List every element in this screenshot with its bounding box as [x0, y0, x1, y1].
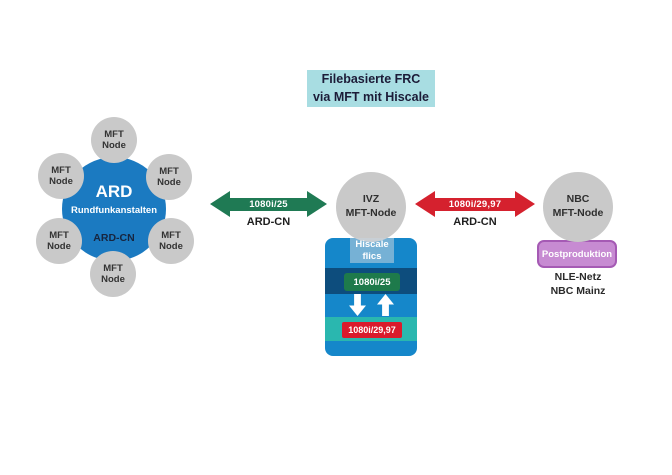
- mft-node-upper-left: MFT Node: [38, 153, 84, 199]
- mft-node-label: MFT: [103, 262, 123, 274]
- link-ard-ivz-arrow: 1080i/25: [210, 190, 327, 218]
- mft-node-lower-right: MFT Node: [148, 218, 194, 264]
- ivz-node-label-line2: MFT-Node: [345, 207, 397, 219]
- postproduction-box: Postproduktion: [537, 240, 617, 268]
- mft-node-upper-right: MFT Node: [146, 154, 192, 200]
- mft-node-bottom: MFT Node: [90, 251, 136, 297]
- nbc-network-line2: NBC Mainz: [550, 284, 606, 297]
- diagram-title-line2: via MFT mit Hiscale: [312, 89, 429, 104]
- arrow-left-head-icon: [415, 191, 435, 217]
- mft-node-label: Node: [101, 274, 125, 285]
- link-ivz-nbc-sublabel: ARD-CN: [453, 216, 497, 228]
- mft-node-label: MFT: [159, 165, 179, 177]
- mft-node-label: Node: [159, 241, 183, 252]
- hiscale-source-format-chip: 1080i/25: [344, 273, 400, 291]
- arrow-down-icon: [349, 294, 366, 316]
- mft-node-label: Node: [102, 140, 126, 151]
- link-ivz-nbc-arrow: 1080i/29,97: [415, 190, 535, 218]
- nbc-network-line1: NLE-Netz: [554, 271, 602, 283]
- hiscale-tab: Hiscale flics: [350, 238, 394, 263]
- link-ard-ivz-sublabel: ARD-CN: [246, 216, 291, 228]
- arrow-right-head-icon: [515, 191, 535, 217]
- nbc-network-label: NLE-Netz NBC Mainz: [528, 271, 628, 299]
- mft-node-label: MFT: [51, 164, 71, 176]
- ard-hub-network: ARD-CN: [93, 232, 135, 244]
- postproduction-label: Postproduktion: [541, 248, 613, 260]
- mft-node-label: Node: [157, 177, 181, 188]
- mft-node-label: MFT: [104, 128, 124, 140]
- hiscale-tab-line1: Hiscale: [355, 239, 389, 251]
- mft-node-label: MFT: [49, 229, 69, 241]
- ard-hub-name: ARD: [95, 182, 133, 201]
- ard-cluster: ARD Rundfunkanstalten ARD-CN MFT Node MF…: [30, 110, 202, 302]
- diagram-title-line1: Filebasierte FRC: [321, 71, 421, 86]
- nbc-node-label-line1: NBC: [566, 193, 590, 206]
- hiscale-tab-line2: flics: [362, 250, 382, 262]
- link-ivz-nbc-label: 1080i/29,97: [435, 197, 515, 211]
- hiscale-target-format-chip: 1080i/29,97: [342, 322, 402, 338]
- ivz-mft-node: IVZ MFT-Node: [336, 172, 406, 242]
- mft-node-label: Node: [47, 241, 71, 252]
- hiscale-conversion-box: 1080i/25 1080i/29,97: [325, 238, 417, 356]
- mft-node-lower-left: MFT Node: [36, 218, 82, 264]
- ard-hub-subtitle: Rundfunkanstalten: [70, 205, 158, 216]
- mft-node-label: Node: [49, 176, 73, 187]
- nbc-mft-node: NBC MFT-Node: [543, 172, 613, 242]
- diagram-title: Filebasierte FRC via MFT mit Hiscale: [307, 70, 435, 107]
- arrow-up-icon: [377, 294, 394, 316]
- arrow-right-head-icon: [307, 191, 327, 217]
- link-ard-ivz-label: 1080i/25: [230, 197, 307, 211]
- ivz-node-label-line1: IVZ: [362, 193, 380, 206]
- arrow-left-head-icon: [210, 191, 230, 217]
- mft-node-label: MFT: [161, 229, 181, 241]
- nbc-node-label-line2: MFT-Node: [552, 207, 604, 219]
- mft-node-top: MFT Node: [91, 117, 137, 163]
